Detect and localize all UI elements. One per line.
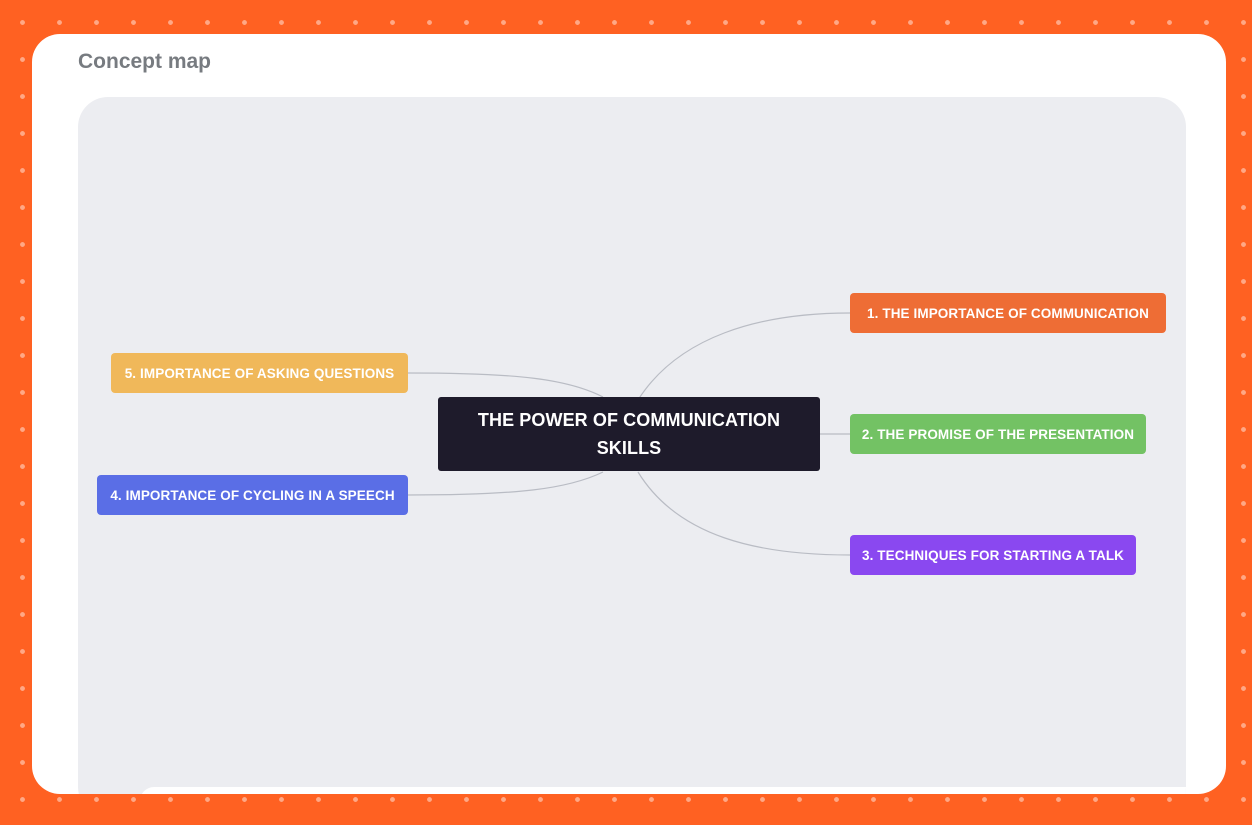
connector-4 — [407, 471, 604, 496]
concept-map-card: Concept map THE POWER OF COMMUNICATION S… — [32, 34, 1226, 794]
playback-controls: 0 5 — [140, 787, 1186, 794]
branch-node-2[interactable]: 2. THE PROMISE OF THE PRESENTATION — [850, 414, 1146, 454]
connector-3 — [637, 471, 851, 556]
branch-node-3[interactable]: 3. TECHNIQUES FOR STARTING A TALK — [850, 535, 1136, 575]
branch-node-1[interactable]: 1. THE IMPORTANCE OF COMMUNICATION — [850, 293, 1166, 333]
concept-map-canvas: THE POWER OF COMMUNICATION SKILLS 1. THE… — [78, 97, 1186, 794]
branch-node-5[interactable]: 5. IMPORTANCE OF ASKING QUESTIONS — [111, 353, 408, 393]
connector-1 — [637, 312, 851, 401]
connector-5 — [407, 372, 604, 398]
panel-title: Concept map — [78, 50, 212, 73]
connector-lines — [407, 312, 851, 556]
branch-node-4[interactable]: 4. IMPORTANCE OF CYCLING IN A SPEECH — [97, 475, 408, 515]
root-node[interactable]: THE POWER OF COMMUNICATION SKILLS — [438, 397, 820, 471]
